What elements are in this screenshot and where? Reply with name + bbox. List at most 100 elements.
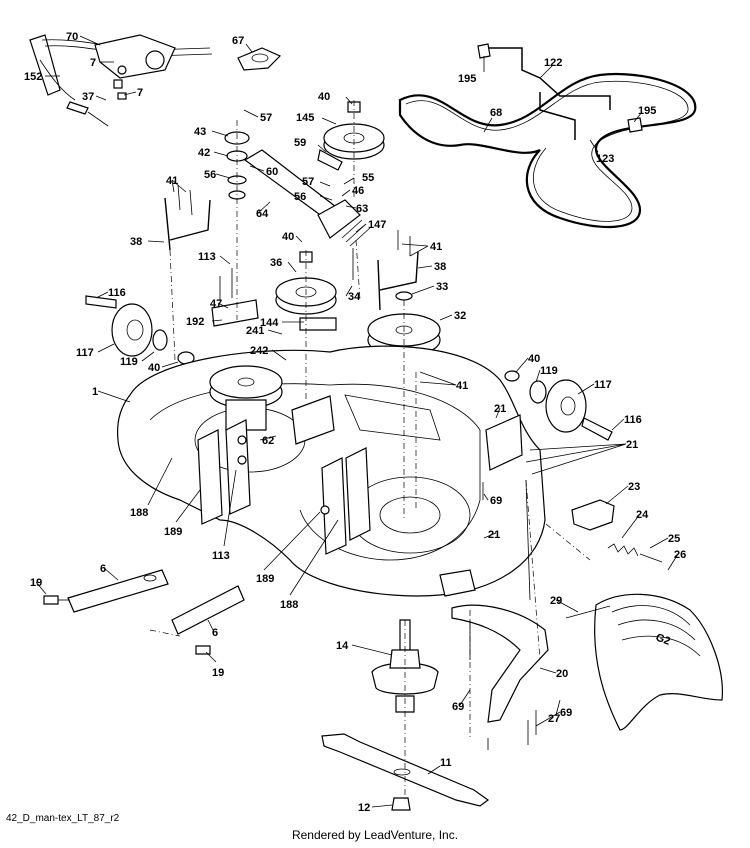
callout-47: 47 [210, 298, 222, 310]
callout-26: 26 [674, 549, 686, 561]
wheel-bracket-right [352, 230, 419, 311]
callout-23: 23 [628, 481, 640, 493]
callout-188: 188 [130, 507, 148, 519]
callout-33: 33 [436, 281, 448, 293]
callout-70: 70 [66, 31, 78, 43]
deck-spindle-pulley-left [209, 365, 283, 431]
front-hanger-bracket-right [320, 447, 371, 555]
callout-55: 55 [362, 172, 374, 184]
callout-147: 147 [368, 219, 386, 231]
deck-stabilizer-6-lower [171, 585, 245, 635]
front-hanger-bracket-left [197, 419, 251, 525]
callout-62: 62 [262, 435, 274, 447]
callout-119: 119 [540, 365, 558, 377]
callout-56: 56 [294, 191, 306, 203]
callout-38: 38 [434, 261, 446, 273]
callout-25: 25 [668, 533, 680, 545]
callout-41: 41 [456, 380, 468, 392]
assembly-centerlines [149, 100, 591, 800]
callout-59: 59 [294, 137, 306, 149]
callout-145: 145 [296, 112, 314, 124]
bolt-19-right [195, 645, 211, 655]
deck-stabilizer-6-upper [67, 569, 169, 613]
callout-19: 19 [30, 577, 42, 589]
callout-20: 20 [556, 668, 568, 680]
callout-38: 38 [130, 236, 142, 248]
callout-67: 67 [232, 35, 244, 47]
height-adjust-knob [237, 47, 282, 71]
callout-122: 122 [544, 57, 562, 69]
mower-blade-11 [321, 733, 490, 807]
svg-text:G2: G2 [654, 632, 672, 648]
callout-113: 113 [212, 550, 230, 562]
callout-57: 57 [302, 176, 314, 188]
callout-40: 40 [318, 91, 330, 103]
callout-32: 32 [454, 310, 466, 322]
callout-24: 24 [636, 509, 649, 521]
callout-7: 7 [90, 57, 96, 69]
callout-189: 189 [256, 573, 274, 585]
callout-69: 69 [560, 707, 572, 719]
callout-152: 152 [24, 71, 42, 83]
callout-69: 69 [490, 495, 502, 507]
callout-189: 189 [164, 526, 182, 538]
callout-43: 43 [194, 126, 206, 138]
callout-6: 6 [212, 627, 218, 639]
callout-7: 7 [137, 87, 143, 99]
discharge-chute: G2 [594, 593, 723, 731]
idler-bracket-47 [211, 268, 259, 327]
callout-46: 46 [352, 185, 364, 197]
callout-40: 40 [148, 362, 160, 374]
callout-241: 241 [246, 325, 264, 337]
lift-linkage-assembly [29, 34, 213, 127]
leader-lines [35, 35, 679, 808]
drive-belt [398, 73, 697, 229]
callout-12: 12 [358, 802, 370, 814]
callout-68: 68 [490, 107, 502, 119]
discharge-bracket-23 [571, 499, 615, 531]
idler-arm-assembly [224, 131, 371, 247]
callout-192: 192 [186, 316, 204, 328]
blade-bolt-12 [391, 797, 411, 811]
bolt-19-left [43, 595, 70, 605]
blade-spindle-14 [371, 619, 439, 713]
callout-195: 195 [458, 73, 476, 85]
callout-1: 1 [92, 386, 98, 398]
callout-41: 41 [166, 175, 178, 187]
callout-40: 40 [528, 353, 540, 365]
callout-113: 113 [198, 251, 216, 263]
anti-scalp-wheel-left [85, 295, 195, 365]
callout-19: 19 [212, 667, 224, 679]
callout-144: 144 [260, 317, 279, 329]
discharge-spring-24 [607, 543, 639, 557]
callout-69: 69 [452, 701, 464, 713]
callout-57: 57 [260, 112, 272, 124]
idler-mount-bracket [291, 395, 335, 445]
callout-14: 14 [336, 640, 349, 652]
render-credit: Rendered by LeadVenture, Inc. [291, 828, 459, 842]
callout-21: 21 [494, 403, 506, 415]
callout-6: 6 [100, 563, 106, 575]
discharge-rod-25 [639, 553, 663, 563]
callout-11: 11 [440, 757, 452, 769]
callout-21: 21 [488, 529, 500, 541]
callout-64: 64 [256, 208, 269, 220]
chute-pivot-rod-29 [565, 605, 611, 619]
callout-123: 123 [596, 153, 614, 165]
anti-scalp-wheel-right [504, 370, 613, 441]
callout-195: 195 [638, 105, 656, 117]
wheel-bracket-left [164, 184, 211, 251]
drawing-id: 42_D_man-tex_LT_87_r2 [6, 813, 120, 824]
callout-34: 34 [348, 291, 361, 303]
callout-56: 56 [204, 169, 216, 181]
callout-36: 36 [270, 257, 282, 269]
callout-27: 27 [548, 713, 560, 725]
callout-117: 117 [76, 347, 94, 359]
callout-37: 37 [82, 91, 94, 103]
callout-242: 242 [250, 345, 268, 357]
callout-60: 60 [266, 166, 278, 178]
callout-188: 188 [280, 599, 298, 611]
callout-63: 63 [356, 203, 368, 215]
callout-labels: 70 67 7 152 7 37 195 122 68 195 123 40 5… [24, 31, 686, 814]
callout-119: 119 [120, 356, 138, 368]
